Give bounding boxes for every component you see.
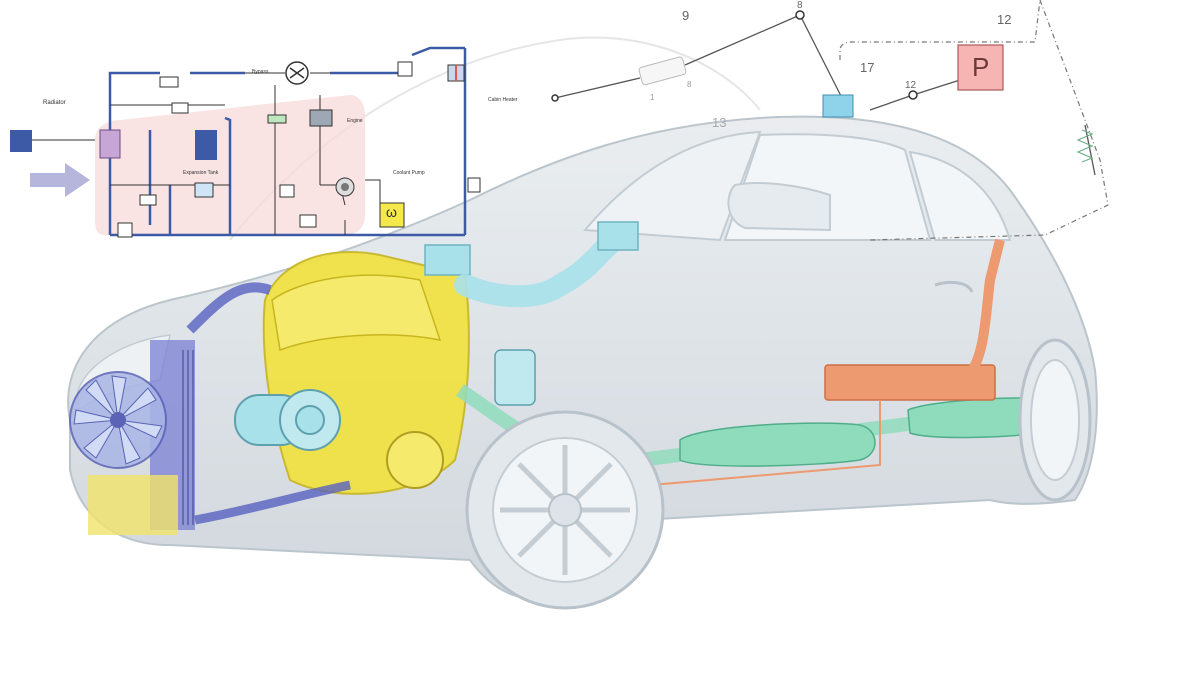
valve-actuator — [822, 94, 854, 118]
control-signal-lines — [554, 14, 1096, 176]
lower-coolant-hose — [194, 480, 351, 525]
radiator-lower-grille — [88, 475, 178, 535]
coolant-pump-icon — [335, 177, 355, 197]
node-9-label: 9 — [682, 8, 690, 23]
turbocharger — [234, 389, 341, 451]
node-17-label: 17 — [860, 60, 875, 75]
pump-speed-source — [379, 202, 405, 228]
spring-symbol — [1076, 129, 1094, 163]
return-sensor — [467, 177, 481, 193]
heater-sensor — [397, 61, 413, 77]
node-1-label: 1 — [650, 93, 655, 102]
pressure-block — [957, 44, 1004, 91]
fuel-tank — [824, 364, 996, 401]
flow-sensor-2 — [139, 194, 157, 206]
bypass-label: Bypass — [252, 69, 269, 75]
engine-component — [309, 109, 333, 127]
upper-coolant-hose — [186, 282, 272, 334]
coolant-pump-label: Coolant Pump — [393, 170, 425, 176]
control-block-sensor — [638, 56, 687, 86]
cooling-fan — [69, 371, 167, 469]
engine-cover — [271, 274, 442, 352]
control-diagram — [551, 0, 1109, 241]
fuel-filler-pipe — [961, 238, 1005, 384]
intake-duct — [454, 229, 626, 308]
radiator-label: Radiator — [43, 100, 66, 106]
front-wheel — [465, 410, 665, 610]
expansion-tank-component — [194, 182, 214, 198]
radiator-component-left — [10, 130, 32, 152]
intercooler — [494, 349, 536, 406]
node-8-small-label: 8 — [687, 80, 692, 89]
airflow-arrow — [30, 163, 90, 197]
node-12-mid-label: 12 — [905, 80, 917, 91]
pressure-block-label: P — [972, 52, 990, 82]
flow-sensor-1 — [171, 102, 189, 114]
car-windshield — [582, 130, 762, 242]
flow-sensor-3 — [117, 222, 133, 238]
thermostat — [267, 114, 287, 124]
side-mirror — [727, 182, 831, 232]
catalytic-converter — [679, 422, 876, 467]
cabin-heater-label: Cabin Heater — [488, 97, 518, 103]
engine-label: Engine — [347, 118, 363, 124]
radiator-component-right — [195, 130, 217, 160]
node-12-top-label: 12 — [997, 12, 1012, 27]
intake-box — [597, 221, 639, 251]
control-boundary — [839, 0, 1109, 241]
car-side-window-rear — [908, 150, 1012, 241]
radiator-heat-exchanger — [99, 129, 121, 159]
radiator-fins — [182, 350, 194, 525]
air-filter-box — [424, 244, 471, 276]
bypass-valve — [159, 76, 179, 88]
door-handle — [934, 280, 974, 293]
coolant-circuit-pipes — [108, 46, 467, 237]
omega-symbol: ω — [386, 204, 397, 220]
flow-sensor-4 — [279, 184, 295, 198]
node-13-label: 13 — [712, 115, 727, 130]
engine-pulley — [386, 431, 444, 489]
rear-wheel — [1018, 338, 1092, 502]
expansion-tank-label: Expansion Tank — [183, 170, 219, 176]
coolant-schematic — [10, 46, 481, 238]
control-nodes — [551, 10, 918, 102]
flow-sensor-5 — [299, 214, 317, 228]
node-8-label: 8 — [797, 0, 803, 11]
bypass-thermostat-icon — [285, 61, 309, 85]
